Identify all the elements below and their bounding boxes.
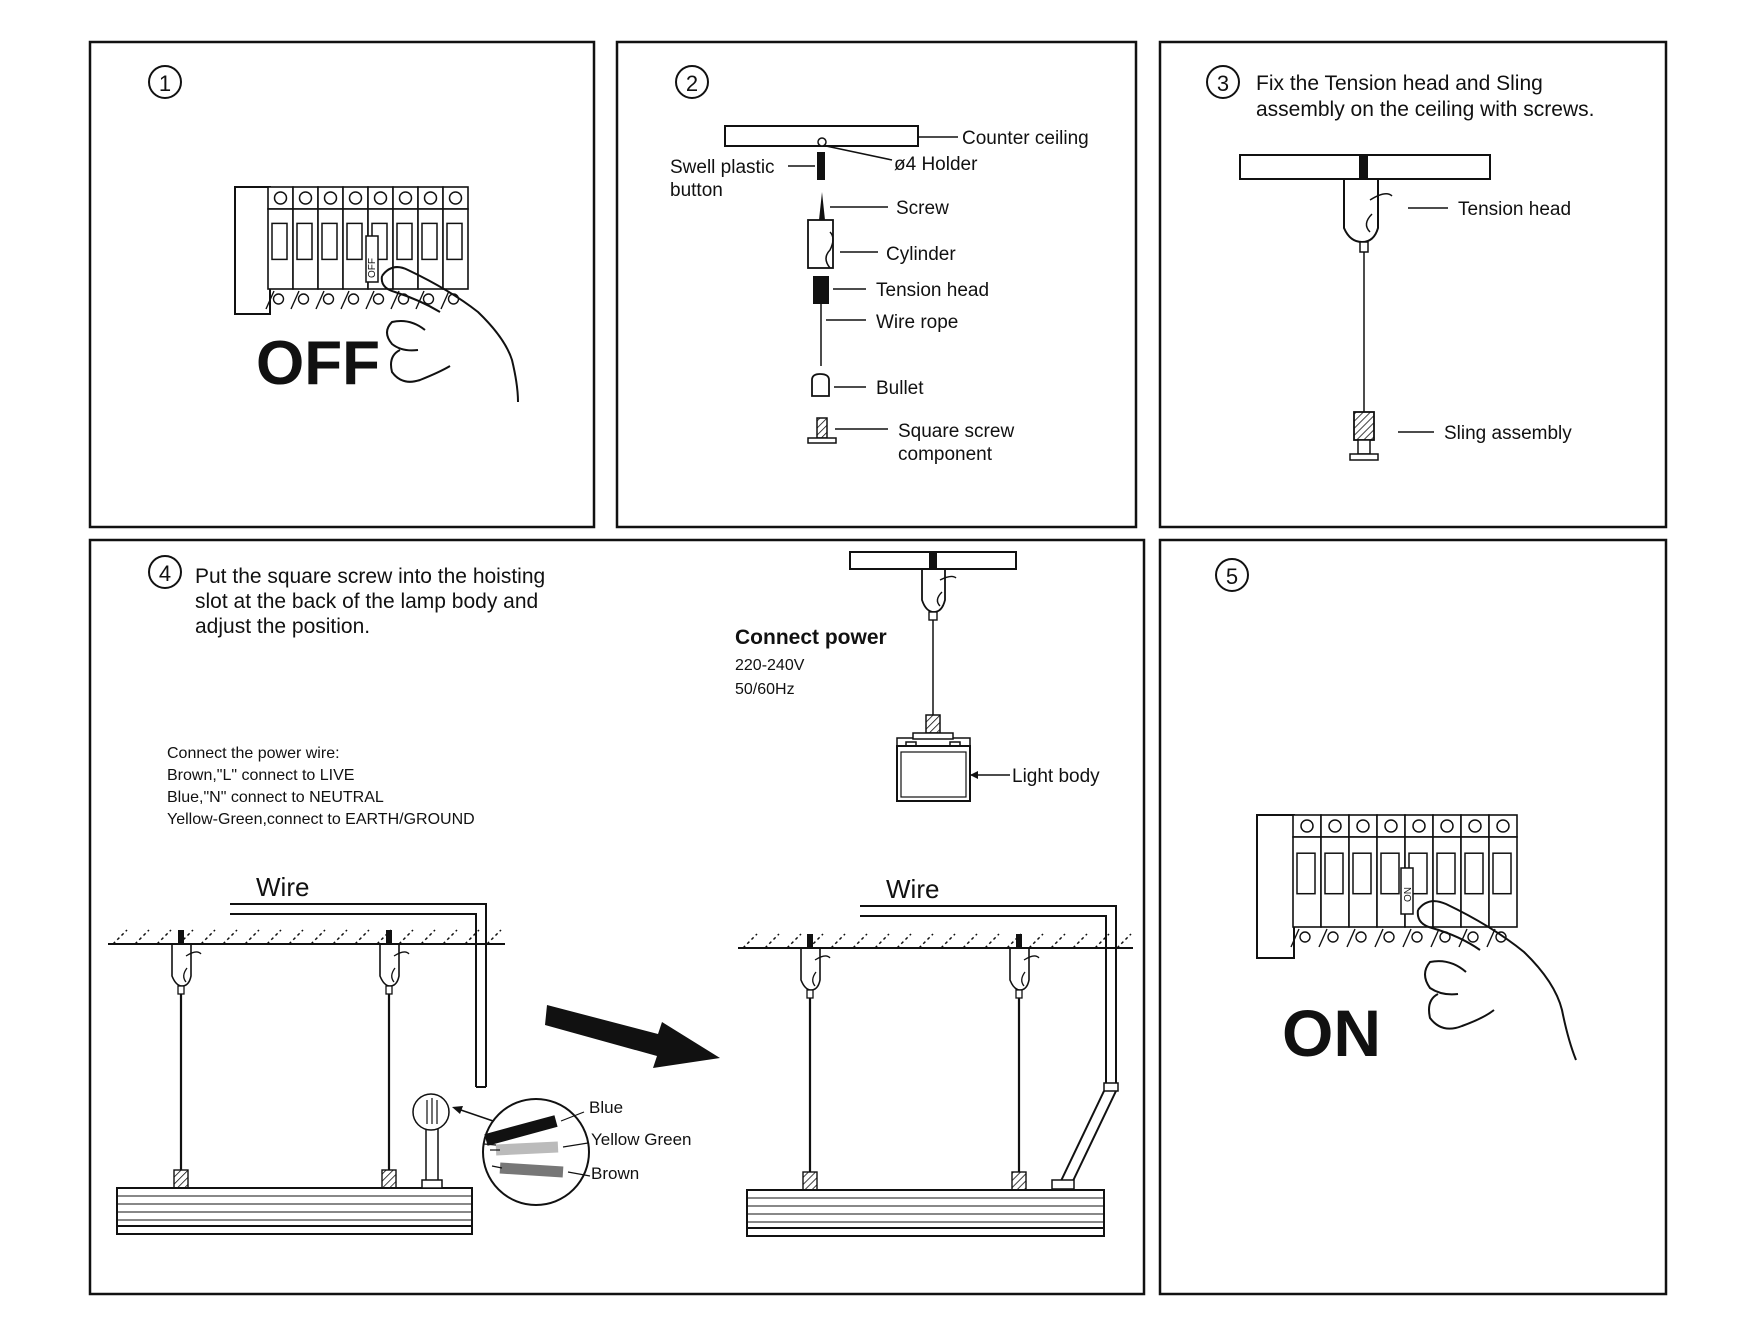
- installation-before: Wire: [108, 872, 692, 1235]
- step-3-instruction-2: assembly on the ceiling with screws.: [1256, 98, 1594, 121]
- wiring-line-3: Blue,"N" connect to NEUTRAL: [167, 789, 384, 806]
- on-label: ON: [1282, 996, 1381, 1070]
- label-counter-ceiling: Counter ceiling: [962, 128, 1089, 149]
- installation-after: Wire: [738, 874, 1133, 1237]
- svg-text:4: 4: [159, 561, 171, 586]
- label-swell-plastic: Swell plastic: [670, 157, 775, 178]
- label-cylinder: Cylinder: [886, 244, 956, 265]
- hand-icon: [380, 266, 519, 403]
- off-label: OFF: [256, 329, 380, 398]
- hand-icon: [1416, 900, 1577, 1061]
- step-4-instruction-2: slot at the back of the lamp body and: [195, 590, 538, 613]
- panel-1-frame: [88, 40, 596, 529]
- panel-5: 5 ON ON: [1215, 558, 1577, 1070]
- panel-3: 3 Fix the Tension head and Sling assembl…: [1206, 65, 1594, 461]
- panel-3-frame: [1158, 40, 1668, 529]
- label-tension-head-3: Tension head: [1458, 199, 1571, 220]
- label-wire-right: Wire: [886, 874, 939, 904]
- panel-2-frame: [615, 40, 1138, 529]
- label-swell-plastic-2: button: [670, 180, 723, 201]
- voltage: 220-240V: [735, 657, 805, 674]
- step-4-instruction: Put the square screw into the hoisting: [195, 565, 545, 588]
- frequency: 50/60Hz: [735, 681, 795, 698]
- wiring-line-2: Brown,"L" connect to LIVE: [167, 767, 354, 784]
- label-brown: Brown: [591, 1164, 639, 1183]
- panel-5-frame: [1158, 538, 1668, 1296]
- wiring-line-1: Connect the power wire:: [167, 745, 340, 762]
- label-bullet: Bullet: [876, 378, 924, 399]
- breaker-panel-on: ON: [1256, 814, 1518, 959]
- wiring-line-4: Yellow-Green,connect to EARTH/GROUND: [167, 811, 475, 828]
- svg-text:2: 2: [686, 71, 698, 96]
- label-holder: ø4 Holder: [894, 154, 978, 175]
- label-sling-assembly: Sling assembly: [1444, 423, 1572, 444]
- panel-1: ① 1 OFF OFF: [148, 65, 519, 403]
- label-blue: Blue: [589, 1098, 623, 1117]
- label-light-body: Light body: [1012, 766, 1100, 787]
- label-screw: Screw: [896, 198, 949, 219]
- label-wire-rope: Wire rope: [876, 312, 958, 333]
- connect-power-title: Connect power: [735, 626, 887, 649]
- panel-2: 2 Counter ceiling ø4 Holder Swell plasti…: [670, 65, 1089, 465]
- switch-off-label: OFF: [367, 258, 378, 278]
- label-wire-left: Wire: [256, 872, 309, 902]
- panel-4-frame: [88, 538, 1146, 1296]
- label-square-screw: Square screw: [898, 421, 1014, 442]
- label-tension-head: Tension head: [876, 280, 989, 301]
- switch-on-label: ON: [1403, 887, 1414, 902]
- svg-text:1: 1: [159, 71, 171, 96]
- step-4-instruction-3: adjust the position.: [195, 615, 370, 638]
- arrow-right-icon: [545, 1005, 720, 1068]
- svg-text:3: 3: [1217, 71, 1229, 96]
- svg-text:5: 5: [1226, 564, 1238, 589]
- label-yellow-green: Yellow Green: [591, 1130, 692, 1149]
- breaker-panel-off: OFF: [234, 186, 469, 315]
- step-3-instruction: Fix the Tension head and Sling: [1256, 72, 1543, 95]
- label-square-screw-2: component: [898, 444, 993, 465]
- panel-4: 4 Put the square screw into the hoisting…: [108, 551, 1133, 1237]
